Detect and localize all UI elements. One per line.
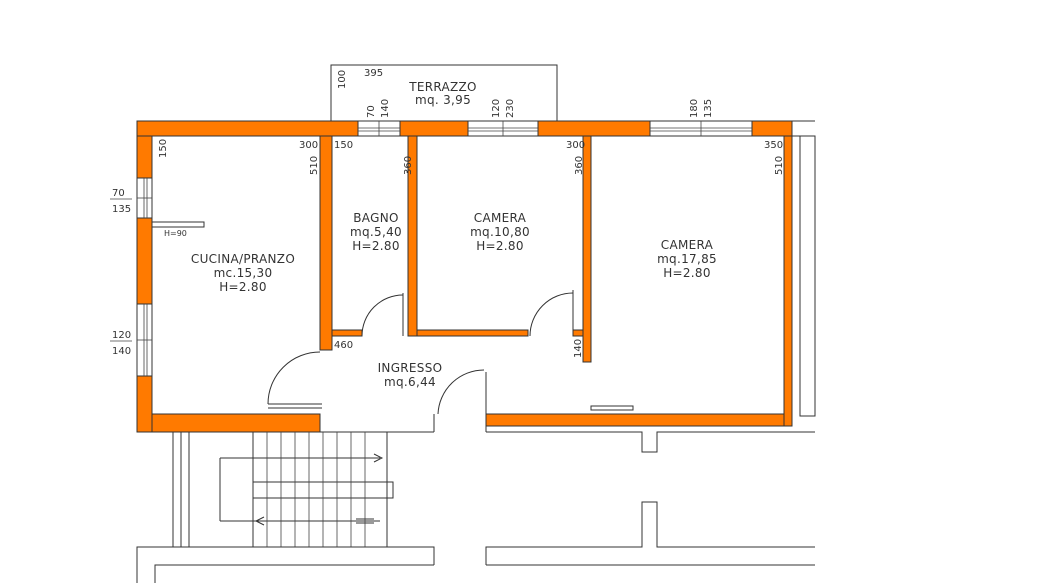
dim-camera1-window-w: 120 bbox=[491, 99, 502, 118]
dim-bagno-150: 150 bbox=[334, 140, 353, 151]
dim-camera2-510: 510 bbox=[774, 156, 785, 175]
windows bbox=[136, 120, 753, 377]
doors bbox=[267, 290, 634, 415]
camera1-height: H=2.80 bbox=[476, 239, 524, 253]
dim-bagno-window-h: 140 bbox=[380, 99, 391, 118]
wall-camera-camera bbox=[582, 135, 592, 363]
window-bagno bbox=[357, 120, 401, 137]
stair-arrow-down bbox=[254, 516, 265, 526]
camera2-height: H=2.80 bbox=[663, 266, 711, 280]
wall-camera1-bottom bbox=[416, 329, 529, 337]
wall-top-mid1 bbox=[399, 120, 469, 137]
dim-corridor-140: 140 bbox=[573, 339, 584, 358]
terrazzo-area: mq. 3,95 bbox=[415, 93, 471, 107]
dim-kitchen-window1-h: 135 bbox=[112, 204, 131, 215]
bagno-height: H=2.80 bbox=[352, 239, 400, 253]
bagno-area: mq.5,40 bbox=[350, 225, 402, 239]
wall-camera1-bottom-r bbox=[572, 329, 584, 337]
wall-right bbox=[783, 135, 793, 427]
wall-top-right bbox=[751, 120, 793, 137]
lower-building bbox=[136, 414, 815, 583]
room-labels: TERRAZZO mq. 3,95 CUCINA/PRANZO mc.15,30… bbox=[191, 80, 717, 389]
dim-camera1-300: 300 bbox=[566, 140, 585, 151]
dim-cucina-150: 150 bbox=[158, 139, 169, 158]
wall-left-2 bbox=[136, 217, 153, 305]
wall-left-3 bbox=[136, 375, 153, 433]
wall-kitchen-bath bbox=[319, 135, 333, 351]
dim-camera2-window-h: 135 bbox=[703, 99, 714, 118]
walls bbox=[136, 120, 793, 433]
dim-camera2-window-w: 180 bbox=[689, 99, 700, 118]
wall-top-mid2 bbox=[537, 120, 651, 137]
dim-kitchen-window2-w: 120 bbox=[112, 330, 131, 341]
ingresso-name: INGRESSO bbox=[378, 361, 443, 375]
window-camera2 bbox=[649, 120, 753, 137]
bagno-name: BAGNO bbox=[353, 211, 398, 225]
wall-left-1 bbox=[136, 135, 153, 179]
dim-terrazzo-width: 395 bbox=[364, 68, 383, 79]
dim-camera1-window-h: 230 bbox=[505, 99, 516, 118]
camera2-area: mq.17,85 bbox=[657, 252, 717, 266]
kitchen-shelf bbox=[151, 221, 205, 228]
wall-bottom-right bbox=[485, 413, 793, 427]
window-kitchen-2 bbox=[136, 303, 153, 377]
camera1-name: CAMERA bbox=[474, 211, 527, 225]
dim-kitchen-window2-h: 140 bbox=[112, 346, 131, 357]
cucina-name: CUCINA/PRANZO bbox=[191, 252, 295, 266]
ingresso-area: mq.6,44 bbox=[384, 375, 436, 389]
wall-bath-bottom bbox=[331, 329, 363, 337]
camera1-area: mq.10,80 bbox=[470, 225, 530, 239]
wall-bottom-left bbox=[151, 413, 321, 433]
dim-bagno-window-w: 70 bbox=[366, 105, 377, 118]
camera2-name: CAMERA bbox=[661, 238, 714, 252]
terrazzo-name: TERRAZZO bbox=[408, 80, 477, 94]
dim-cucina-300: 300 bbox=[299, 140, 318, 151]
dim-shelf-height: H=90 bbox=[164, 229, 187, 238]
dim-camera1-360: 360 bbox=[574, 156, 585, 175]
stair-treads bbox=[266, 432, 366, 547]
dim-corridor-460: 460 bbox=[334, 340, 353, 351]
window-camera1 bbox=[467, 120, 539, 137]
window-kitchen-1 bbox=[136, 177, 153, 219]
terrazzo-outline bbox=[330, 64, 558, 121]
right-structure bbox=[792, 120, 816, 417]
cucina-area: mc.15,30 bbox=[214, 266, 273, 280]
dim-cucina-510: 510 bbox=[309, 156, 320, 175]
dim-bagno-360: 360 bbox=[403, 156, 414, 175]
wall-top-left bbox=[136, 120, 359, 137]
dimension-labels: 100 395 70 140 120 230 180 135 70 135 12… bbox=[110, 68, 785, 358]
cucina-height: H=2.80 bbox=[219, 280, 267, 294]
dim-kitchen-window1-w: 70 bbox=[112, 188, 125, 199]
dim-camera2-350: 350 bbox=[764, 140, 783, 151]
dim-terrazzo-side: 100 bbox=[337, 70, 348, 89]
wall-bath-camera bbox=[407, 135, 418, 337]
stair-arrow-up bbox=[373, 453, 384, 463]
